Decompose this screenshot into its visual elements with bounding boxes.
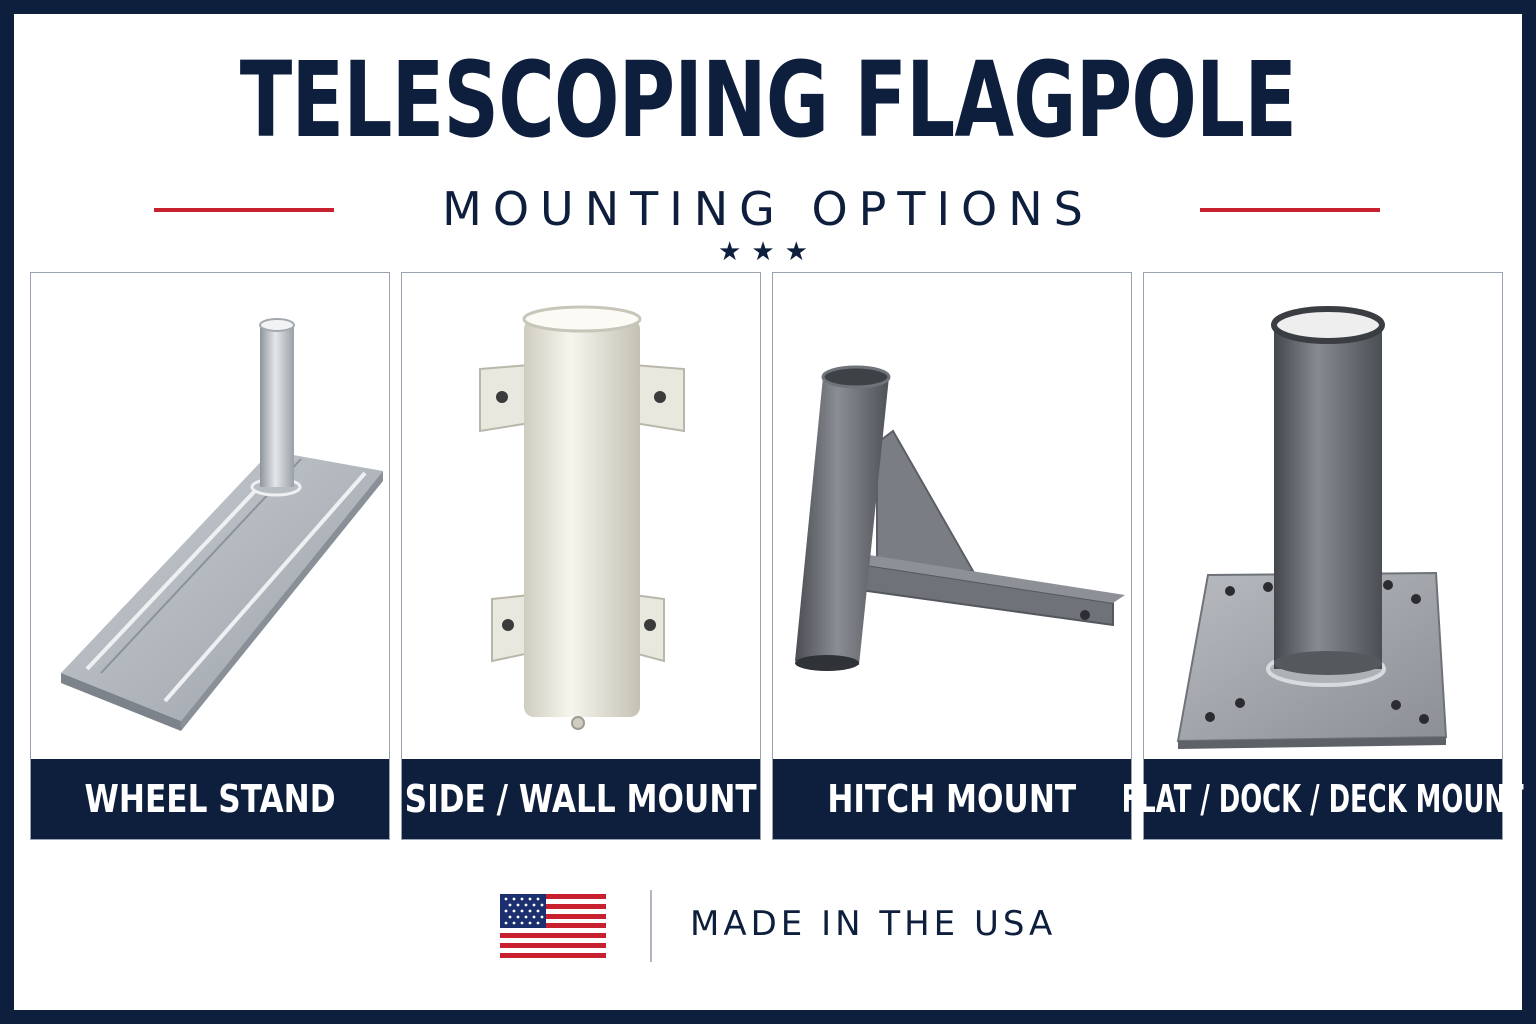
card-side-wall-mount[interactable]: SIDE / WALL MOUNT: [401, 272, 761, 840]
side-wall-mount-image: [479, 305, 685, 730]
stars-decoration: ★★★: [718, 236, 818, 266]
wheel-stand-image: [61, 318, 383, 731]
made-in-usa-text: MADE IN THE USA: [690, 904, 1057, 944]
red-rule-right: [1200, 208, 1380, 212]
hitch-mount-image: [795, 365, 1125, 671]
card-label-hitch-mount: HITCH MOUNT: [773, 759, 1131, 839]
red-rule-left: [154, 208, 334, 212]
card-label-flat-dock-deck-mount: FLAT / DOCK / DECK MOUNT: [1122, 759, 1524, 839]
subtitle-row: MOUNTING OPTIONS: [14, 174, 1522, 246]
flat-dock-deck-mount-image: [1176, 306, 1448, 749]
page-frame: TELESCOPING FLAGPOLE MOUNTING OPTIONS ★★…: [14, 14, 1524, 1010]
page-subtitle: MOUNTING OPTIONS: [442, 182, 1094, 236]
card-label-wheel-stand: WHEEL STAND: [31, 759, 389, 839]
footer-divider: [650, 890, 652, 962]
us-flag-icon: [500, 894, 606, 958]
card-wheel-stand[interactable]: WHEEL STAND: [30, 272, 390, 840]
page-title: TELESCOPING FLAGPOLE: [239, 39, 1297, 161]
card-label-side-wall-mount: SIDE / WALL MOUNT: [402, 759, 760, 839]
card-hitch-mount[interactable]: HITCH MOUNT: [772, 272, 1132, 840]
card-flat-dock-deck-mount[interactable]: FLAT / DOCK / DECK MOUNT: [1122, 272, 1524, 840]
footer: MADE IN THE USA: [14, 884, 1522, 974]
